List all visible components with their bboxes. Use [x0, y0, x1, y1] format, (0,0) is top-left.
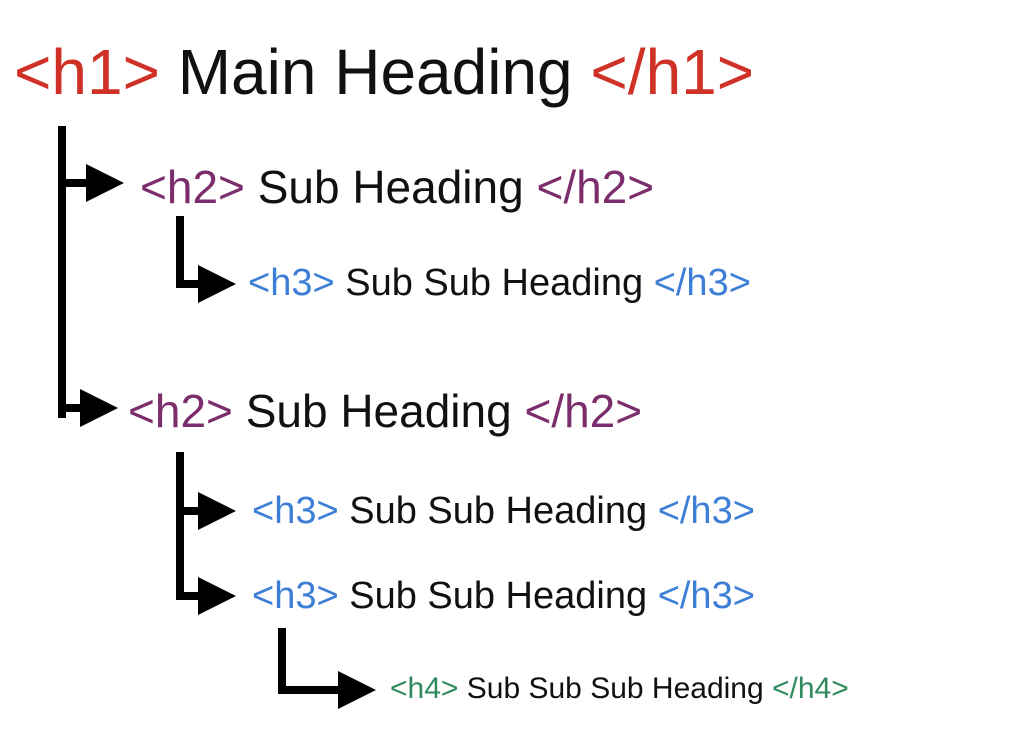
- h2b-arrow-icon: [80, 389, 118, 427]
- h2-open-tag: <h2>: [128, 385, 233, 437]
- h2-close-tag: </h2>: [524, 385, 643, 437]
- h3c-arrow-icon: [198, 577, 236, 615]
- h2-close-tag: </h2>: [536, 161, 655, 213]
- h4-arrow-icon: [338, 671, 376, 709]
- h3-heading-text: Sub Sub Heading: [349, 490, 648, 532]
- h2a-arrow-icon: [86, 164, 124, 202]
- h4-heading-row: <h4> Sub Sub Sub Heading </h4>: [390, 674, 849, 704]
- h3-heading-row: <h3> Sub Sub Heading </h3>: [248, 264, 751, 302]
- h2-heading-row: <h2> Sub Heading </h2>: [128, 388, 642, 434]
- h3c-trunk-line: [278, 628, 286, 694]
- h3b-arrow-icon: [198, 492, 236, 530]
- h1-trunk-line: [58, 126, 66, 418]
- h3b-branch-line: [176, 507, 206, 515]
- h3-heading-row: <h3> Sub Sub Heading </h3>: [252, 492, 755, 530]
- h3-open-tag: <h3>: [252, 490, 339, 532]
- h4-close-tag: </h4>: [772, 672, 849, 705]
- h1-heading-text: Main Heading: [177, 36, 573, 108]
- h3-open-tag: <h3>: [248, 262, 335, 304]
- h3a-branch-line: [176, 280, 206, 288]
- h2b-branch-line: [58, 404, 88, 412]
- h2-open-tag: <h2>: [140, 161, 245, 213]
- h1-close-tag: </h1>: [590, 36, 755, 108]
- h3-heading-text: Sub Sub Heading: [349, 575, 648, 617]
- h2b-trunk-line: [176, 452, 184, 600]
- h1-heading-row: <h1> Main Heading </h1>: [14, 40, 754, 104]
- h1-open-tag: <h1>: [14, 36, 160, 108]
- h2-heading-row: <h2> Sub Heading </h2>: [140, 164, 654, 210]
- h3-close-tag: </h3>: [657, 575, 755, 617]
- h3-close-tag: </h3>: [653, 262, 751, 304]
- h2-heading-text: Sub Heading: [245, 385, 512, 437]
- h2-heading-text: Sub Heading: [257, 161, 524, 213]
- h4-open-tag: <h4>: [390, 672, 459, 705]
- h2a-trunk-line: [176, 216, 184, 288]
- h3-close-tag: </h3>: [657, 490, 755, 532]
- h3a-arrow-icon: [198, 265, 236, 303]
- h3-open-tag: <h3>: [252, 575, 339, 617]
- h3-heading-text: Sub Sub Heading: [345, 262, 644, 304]
- h4-branch-line: [278, 686, 340, 694]
- h3-heading-row: <h3> Sub Sub Heading </h3>: [252, 577, 755, 615]
- h4-heading-text: Sub Sub Sub Heading: [466, 672, 764, 705]
- h2a-branch-line: [58, 179, 94, 187]
- h3c-branch-line: [176, 592, 206, 600]
